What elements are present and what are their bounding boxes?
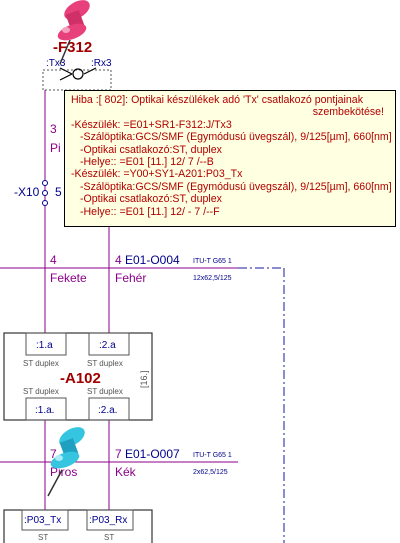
bottom-device-frame — [3, 509, 153, 543]
panel-port-type-2: ST duplex — [87, 359, 123, 368]
cable2-left-number: 7 — [50, 447, 57, 461]
panel-port-type-1: ST duplex — [23, 359, 59, 368]
bottom-port-rx-label: :P03_Rx — [89, 515, 127, 526]
tooltip-title: Hiba :[ 802]: Optikai készülékek adó 'Tx… — [71, 94, 363, 106]
cable1-name: E01-O004 — [125, 253, 180, 267]
cable1-left-color: Fekete — [50, 271, 87, 285]
bottom-port-type-1: ST — [38, 533, 48, 542]
connector-pin-5: 5 — [55, 185, 62, 199]
cable2-right-number: 7 — [115, 447, 122, 461]
fiber-connector-symbol — [59, 67, 97, 81]
panel-port-type-4: ST duplex — [87, 387, 123, 396]
tooltip-dev1-loc: -Helye:: =E01 [11.] 12/ 7 /--B — [80, 156, 214, 169]
port-rx3-label: :Rx3 — [91, 58, 112, 69]
bottom-port-tx-label: :P03_Tx — [24, 515, 61, 526]
cable1-right-color: Fehér — [115, 271, 146, 285]
port-tx3-label: :Tx3 — [46, 58, 66, 69]
cable2-left-color: Piros — [50, 465, 77, 479]
panel-ref-a102: -A102 — [60, 370, 101, 387]
connector-ref-x10: -X10 — [14, 185, 40, 199]
tooltip-dev1-fiber: -Szálöptika:GCS/SMF (Egymódusú üvegszál)… — [80, 131, 392, 144]
bottom-port-tx-box — [21, 509, 69, 531]
tooltip-dev1-conn: -Optikai csatlakozó:ST, duplex — [80, 143, 222, 156]
pushpin-cyan-icon[interactable] — [47, 423, 88, 497]
panel-port-2a-bottom — [88, 397, 130, 421]
panel-port-1a-bottom — [25, 397, 67, 421]
panel-top-port-1: :1.a — [36, 340, 53, 351]
cable2-type: ITU-T G65 1 — [193, 452, 232, 459]
wire-number-3: 3 — [50, 122, 57, 136]
panel-port-1a-top — [25, 332, 67, 356]
wire-color-pi: Pi — [50, 141, 61, 155]
cable1-type: ITU-T G65 1 — [193, 258, 232, 265]
panel-port-2a-top — [88, 332, 130, 356]
error-tooltip: Hiba :[ 802]: Optikai készülékek adó 'Tx… — [64, 90, 396, 227]
pushpin-pink-icon[interactable] — [56, 0, 94, 65]
bottom-port-rx-box — [86, 509, 134, 531]
panel-port-type-3: ST duplex — [23, 387, 59, 396]
tooltip-dev1-label: -Készülék: =E01+SR1-F312:J/Tx3 — [71, 118, 232, 131]
x10-terminal-symbol — [42, 180, 48, 206]
panel-top-port-2: :2.a — [99, 340, 116, 351]
cable1-left-number: 4 — [50, 253, 57, 267]
device-ref-f312: -F312 — [53, 39, 92, 56]
panel-bottom-port-1: :1.a. — [35, 405, 54, 416]
tooltip-dev2-label: -Készülék: =Y00+SY1-A201:P03_Tx — [71, 168, 243, 181]
tooltip-dev2-conn: -Optikai csatlakozó:ST, duplex — [80, 193, 222, 206]
tooltip-title-cont: szembekötése! — [312, 106, 384, 119]
cable1-right-number: 4 — [115, 253, 122, 267]
bottom-port-type-2: ST — [104, 533, 114, 542]
tooltip-dev2-loc: -Helye:: =E01 [11.] 12/ - 7 /--F — [80, 205, 220, 218]
cable2-spec: 2x62,5/125 — [193, 469, 228, 476]
panel-side-label: [16.] — [139, 370, 149, 388]
cable2-right-color: Kék — [115, 465, 137, 479]
tooltip-dev2-fiber: -Szálöptika:GCS/SMF (Egymódusú üvegszál)… — [80, 180, 392, 193]
panel-bottom-port-2: :2.a. — [98, 405, 117, 416]
device-port-box — [42, 69, 112, 91]
cable1-spec: 12x62,5/125 — [193, 275, 232, 282]
cable2-name: E01-O007 — [125, 447, 180, 461]
panel-a102-frame — [3, 332, 153, 421]
